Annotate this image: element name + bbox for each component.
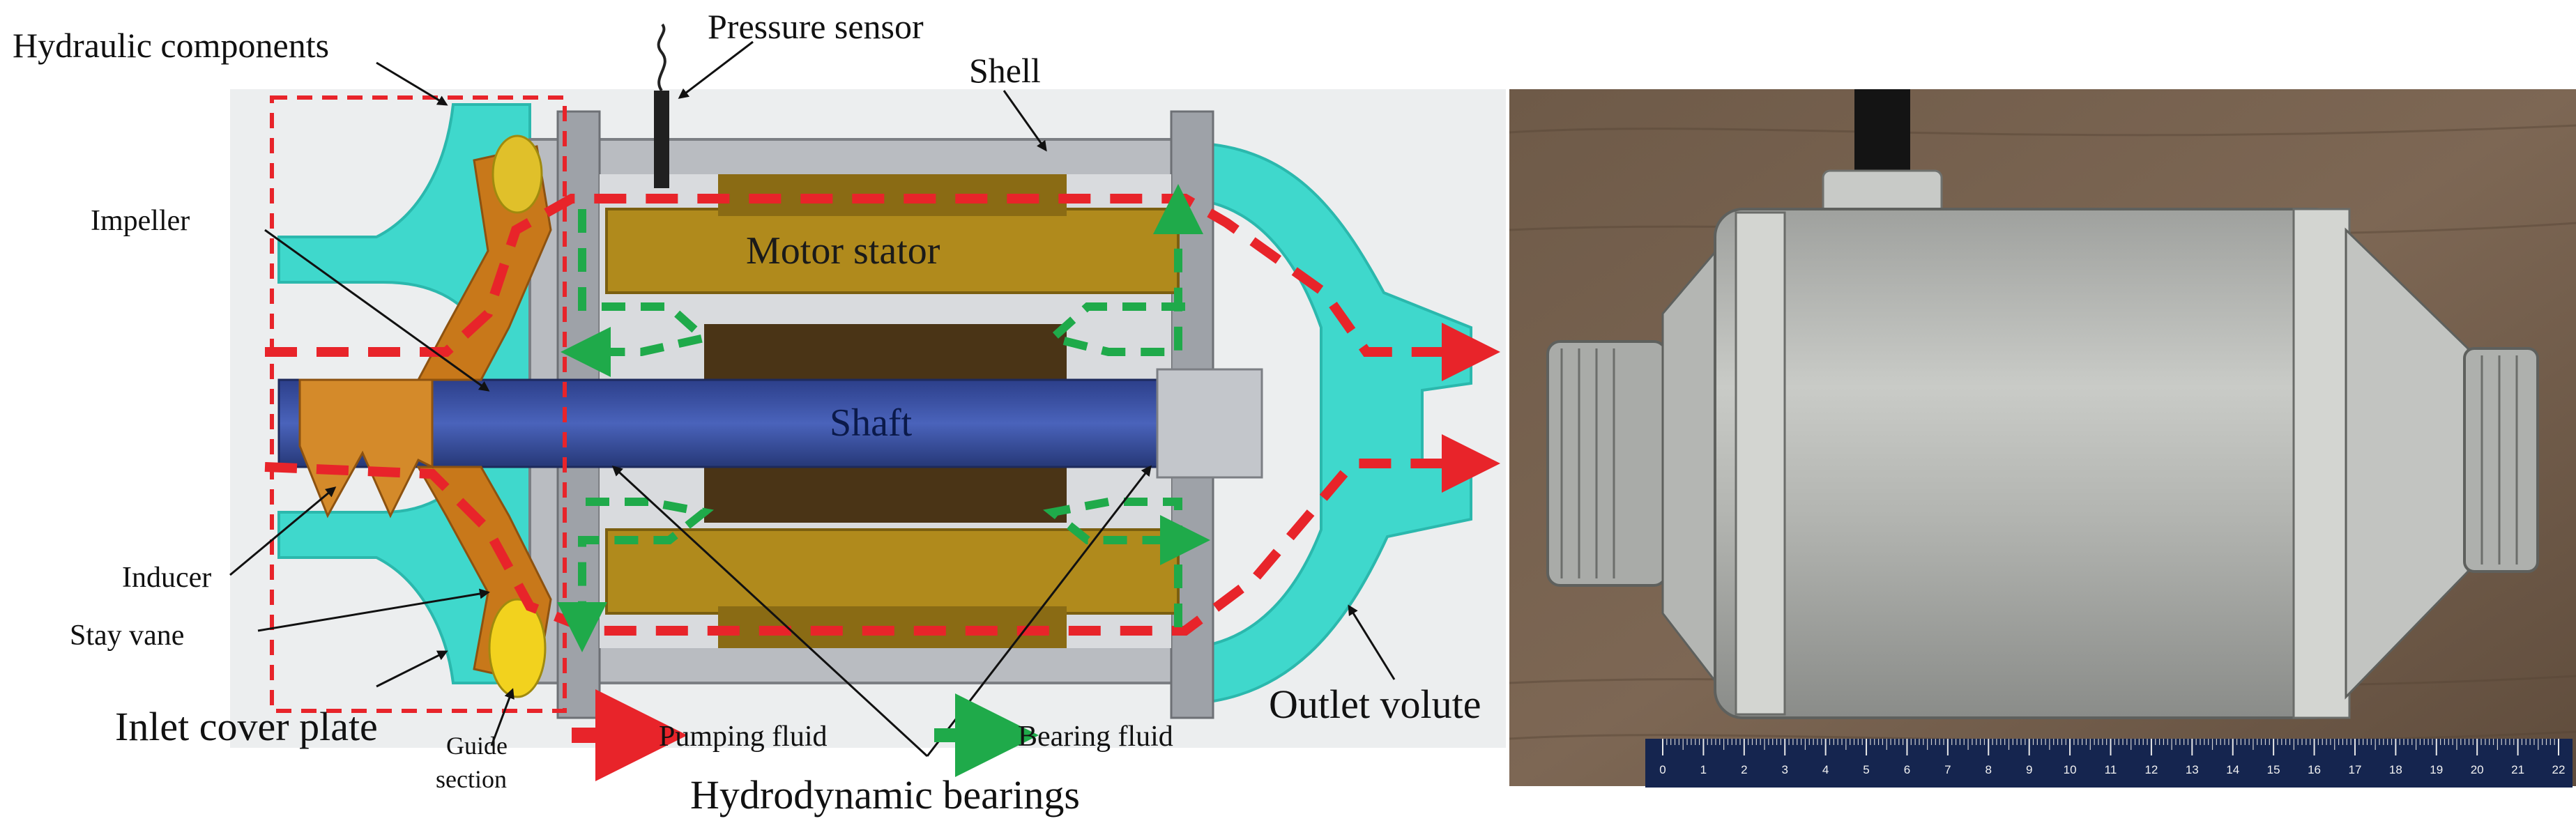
rotor-lower (704, 467, 1067, 523)
leader-pressure-sensor (678, 40, 754, 99)
hydraulic-components-box (270, 95, 567, 713)
ruler-number: 12 (2144, 763, 2158, 776)
ruler-number: 10 (2064, 763, 2077, 776)
legend: Pumping fluid Bearing fluid (572, 689, 1173, 781)
leader-outlet-volute (1348, 604, 1396, 680)
cross-section-diagram: Hydraulic components Pressure sensor She… (13, 7, 1506, 817)
ruler-number: 5 (1863, 763, 1869, 776)
ruler-number: 16 (2308, 763, 2321, 776)
leader-inlet-cover (376, 650, 448, 688)
ruler-number: 19 (2430, 763, 2443, 776)
guide-section-shape (488, 598, 547, 698)
label-hydrodynamic-bearings: Hydrodynamic bearings (690, 772, 1080, 817)
leader-hydraulic (376, 61, 448, 106)
ruler-number: 6 (1904, 763, 1910, 776)
bearing-flow-right-upper (1044, 184, 1203, 356)
pressure-sensor-body (654, 91, 669, 188)
label-hydraulic-components: Hydraulic components (13, 26, 329, 65)
label-shaft: Shaft (830, 401, 913, 445)
rotor-upper (704, 324, 1067, 380)
ruler-number: 2 (1741, 763, 1747, 776)
photo-main-body (1714, 208, 2344, 719)
leader-inducer (229, 486, 337, 576)
label-inducer: Inducer (122, 562, 211, 594)
outlet-volute-shape (1184, 141, 1472, 706)
ruler-number: 22 (2552, 763, 2566, 776)
ruler-number: 13 (2186, 763, 2199, 776)
motor-stator-upper (605, 208, 1180, 294)
inducer-shape (298, 378, 434, 519)
ruler-number: 15 (2267, 763, 2280, 776)
ruler-number: 7 (1944, 763, 1951, 776)
photo-band-left (1735, 211, 1786, 716)
photo-inlet-cone (1661, 240, 1723, 693)
ruler-number: 21 (2511, 763, 2524, 776)
bearing-flow-right-lower (1043, 498, 1210, 627)
leader-shell (1003, 90, 1047, 152)
pump-flow-inlet-upper (265, 194, 1500, 381)
label-shell: Shell (969, 51, 1041, 90)
label-outlet-volute: Outlet volute (1269, 682, 1481, 727)
label-motor-stator: Motor stator (746, 229, 940, 272)
ruler-number: 3 (1781, 763, 1788, 776)
photo-band-right (2292, 208, 2351, 719)
leader-bearing-left (611, 465, 929, 758)
ruler-number: 4 (1822, 763, 1829, 776)
ruler-number: 9 (2026, 763, 2032, 776)
label-inlet-cover-plate: Inlet cover plate (115, 704, 378, 749)
label-guide-line2: section (436, 765, 507, 793)
photo-ruler (1645, 739, 2573, 788)
bearing-flow-left-upper (561, 209, 713, 377)
pumping-fluid-paths (264, 194, 1500, 636)
bearing-flow-left-lower (557, 498, 714, 652)
photo-cable (1854, 89, 1910, 174)
leader-stay-vane (257, 588, 490, 632)
photo-outlet-cone (2345, 227, 2469, 700)
leader-guide-section (490, 688, 515, 746)
label-pressure-sensor: Pressure sensor (708, 7, 924, 46)
photo-inlet-thread-lines (1560, 348, 1615, 578)
shaft-end-cap (1156, 368, 1263, 479)
ruler-number: 17 (2348, 763, 2361, 776)
guide-section-upper-shape (491, 135, 543, 214)
label-guide-line1: Guide (446, 732, 508, 760)
photo-outlet-thread-lines (2480, 355, 2518, 565)
leader-impeller (264, 229, 490, 392)
ruler-number: 0 (1659, 763, 1666, 776)
ruler-number: 14 (2226, 763, 2239, 776)
photo-inlet-thread (1546, 340, 1668, 587)
bearing-fluid-paths (557, 184, 1210, 652)
ruler-number: 11 (2105, 763, 2117, 776)
ruler-number: 18 (2389, 763, 2402, 776)
ruler-number: 20 (2471, 763, 2484, 776)
ruler-number: 8 (1986, 763, 1992, 776)
pressure-sensor-cable (657, 23, 666, 92)
ruler-number: 1 (1700, 763, 1707, 776)
photo-outlet-thread (2463, 347, 2539, 573)
legend-bearing-label: Bearing fluid (1018, 721, 1173, 753)
legend-pumping-label: Pumping fluid (659, 721, 828, 753)
label-impeller: Impeller (91, 205, 190, 237)
label-stay-vane: Stay vane (70, 620, 184, 652)
